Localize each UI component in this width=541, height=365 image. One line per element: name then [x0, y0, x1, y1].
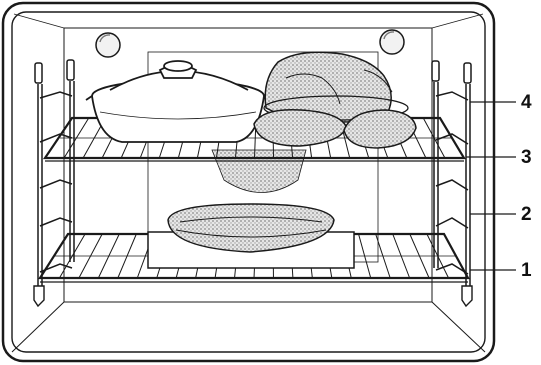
fan-grille — [212, 150, 306, 193]
callout-position-2: 2 — [521, 205, 532, 224]
callout-position-1: 1 — [521, 261, 532, 280]
callout-position-4: 4 — [521, 93, 532, 112]
casserole-dish — [86, 61, 270, 142]
right-rack-supports — [432, 61, 471, 298]
rack-feet — [34, 286, 472, 306]
callout-position-3: 3 — [521, 148, 532, 167]
oven-light-left — [96, 33, 120, 57]
oven-light-right — [380, 30, 404, 54]
callout-leaders — [466, 102, 516, 270]
